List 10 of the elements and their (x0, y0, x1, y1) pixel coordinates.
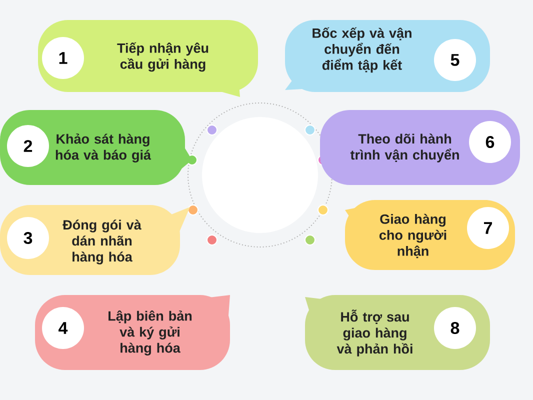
number-badge: 8 (434, 307, 476, 349)
step-text: Hỗ trợ sau giao hàng và phản hồi (336, 310, 412, 356)
step-text: Giao hàng cho người nhận (379, 214, 446, 258)
step-text: Lập biên bản và ký gửi hàng hóa (108, 310, 192, 356)
number-badge: 4 (42, 307, 84, 349)
number-badge: 6 (469, 121, 511, 163)
step-text: Bốc xếp và vận chuyển đến điểm tập kết (312, 27, 412, 73)
number-badge: 5 (434, 39, 476, 81)
step-text: Theo dõi hành trình vận chuyển (350, 134, 459, 162)
number-badge: 7 (467, 207, 509, 249)
